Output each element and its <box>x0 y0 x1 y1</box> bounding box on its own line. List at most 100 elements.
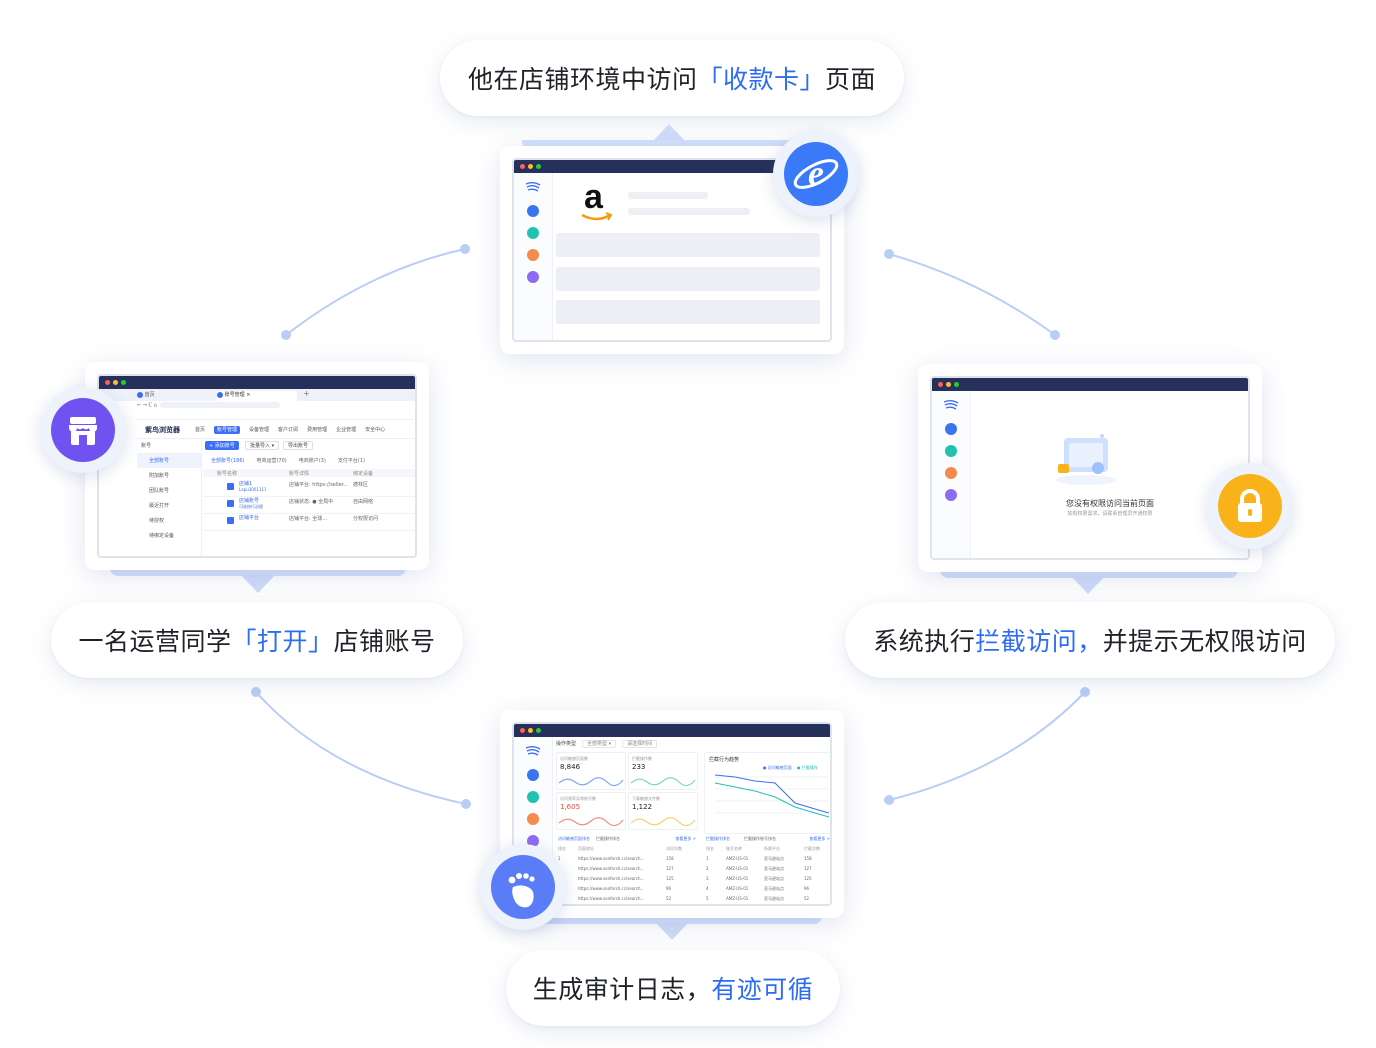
row-device: 德林区 <box>353 482 369 488</box>
ranking-cell: 亚马逊站点 <box>764 886 784 891</box>
ranking-cell: 亚马逊站点 <box>764 856 784 861</box>
stat-label: 访问频率异常账号数 <box>560 796 596 801</box>
view-more-link[interactable]: 查看更多 > <box>809 836 830 841</box>
browser-badge: e <box>773 131 859 217</box>
stat-value: 8,846 <box>560 763 581 771</box>
filter-tab[interactable]: 电商账户(3) <box>298 458 326 464</box>
ranking-tab[interactable]: 拦截操作排名 <box>596 836 620 841</box>
nav-item[interactable]: 客户订阅 <box>278 427 299 433</box>
connector-bottom-left <box>255 691 467 805</box>
row-detail: 店铺平台: https://seller... <box>289 482 349 488</box>
table-row[interactable]: 店铺平台店铺平台: 全球...分权限访问 <box>203 514 415 531</box>
stat-label: 拦截操作数 <box>632 756 652 761</box>
nav-icon-3 <box>945 467 957 479</box>
lock-icon <box>1238 489 1262 522</box>
export-button[interactable]: 导出账号 <box>283 441 314 450</box>
row-icon <box>227 517 234 524</box>
add-account-button[interactable]: + 添加账号 <box>205 441 239 450</box>
ranking-cell: 1 <box>558 856 561 861</box>
ranking-cell: AMZ-US-01 <box>726 876 749 881</box>
ranking-column: 页面地址 <box>578 846 594 851</box>
sidebar-item[interactable]: 待绑定设备 <box>149 533 175 539</box>
address-bar[interactable]: ← → C ⌂ <box>137 402 413 411</box>
ranking-tab-active[interactable]: 拦截操作排名 <box>706 836 730 841</box>
tab-account-mgmt[interactable]: 账号管理 × <box>217 391 297 401</box>
step1-pointer <box>241 575 275 593</box>
footprint-icon <box>508 873 535 908</box>
step2-suffix: 页面 <box>825 65 877 94</box>
nav-icon-2 <box>527 791 539 803</box>
sidebar-item[interactable]: 团队账号 <box>149 488 170 494</box>
nav-item[interactable]: 费用管理 <box>307 427 328 433</box>
stat-sparkline <box>630 817 696 827</box>
no-permission-illustration <box>1056 434 1116 485</box>
ranking-tab[interactable]: 拦截操作账号排名 <box>744 836 776 841</box>
ranking-cell: 158 <box>666 856 674 861</box>
ranking-cell: 127 <box>804 866 812 871</box>
step4-label: 生成审计日志，有迹可循 <box>506 950 840 1026</box>
nav-icon-2 <box>527 227 539 239</box>
table-row[interactable]: 店铺账号可选修行治理店铺状态: ● 全局中自由网络 <box>203 497 415 514</box>
import-button[interactable]: 批量导入 ▾ <box>245 441 280 450</box>
nav-item[interactable]: 账号管理 <box>214 426 241 434</box>
blocked-page-card: 您没有权限访问当前页面 如有权限需求，请联系管理员开通权限 <box>918 364 1262 572</box>
connector-bottom-right <box>888 691 1086 801</box>
account-main: + 添加账号 批量导入 ▾ 导出账号 全部账号(186) 电商运营(70) 电商账户… <box>203 440 415 556</box>
ranking-cell: 亚马逊站点 <box>764 866 784 871</box>
no-permission-hint: 如有权限需求，请联系管理员开通权限 <box>1067 511 1153 517</box>
nav-icon-3 <box>527 813 539 825</box>
ranking-cell: AMZ-US-01 <box>726 886 749 891</box>
tab-strip: 首页 账号管理 × + <box>99 389 415 401</box>
sidebar-item[interactable]: 全部账号 <box>137 453 201 468</box>
view-more-link[interactable]: 查看更多 > <box>675 836 696 841</box>
brand-name: 紫鸟浏览器 <box>145 426 180 434</box>
filter-tab[interactable]: 全部账号(186) <box>211 458 245 464</box>
ranking-column: 拦截次数 <box>804 846 820 851</box>
sidebar-item[interactable]: 待授权 <box>149 518 165 524</box>
ranking-cell: 96 <box>804 886 810 891</box>
tab-home[interactable]: 首页 <box>137 391 215 401</box>
stat-value: 1,605 <box>560 803 581 811</box>
sidebar-item[interactable]: 附加账号 <box>149 473 170 479</box>
audit-filter[interactable]: 请选择时间 <box>622 740 658 748</box>
row-detail: 店铺状态: ● 全局中 <box>289 499 334 505</box>
row-sub: 可选修行治理 <box>239 504 263 509</box>
nav-icon-1 <box>945 423 957 435</box>
nav-icon-2 <box>945 445 957 457</box>
nav-icon-1 <box>527 769 539 781</box>
row-detail: 店铺平台: 全球... <box>289 516 328 522</box>
row-name: 店铺账号 <box>239 498 260 504</box>
trend-chart <box>714 774 830 818</box>
new-tab-button[interactable]: + <box>303 389 310 398</box>
step1-highlight: 「打开」 <box>231 627 334 656</box>
audit-filters: 操作类型全部类型 ▾请选择时间 <box>556 740 663 748</box>
ranking-cell: https://www.sonforsh.cc/search... <box>578 866 645 871</box>
filter-tab[interactable]: 电商运营(70) <box>256 458 287 464</box>
ranking-cell: 158 <box>804 856 812 861</box>
ranking-tab-active[interactable]: 访问敏感页面排名 <box>558 836 590 841</box>
step2-pointer <box>652 124 686 142</box>
filter-tab[interactable]: 支付平台(1) <box>337 458 365 464</box>
row-icon <box>227 483 234 490</box>
row-name: 店铺平台 <box>239 515 260 521</box>
audit-filter[interactable]: 全部类型 ▾ <box>582 740 617 748</box>
step1-prefix: 一名运营同学 <box>78 627 232 656</box>
trend-panel: 拦截行为趋势 ● 访问敏感页面 ● 拦截操作 <box>704 752 830 834</box>
svg-text:e: e <box>808 153 824 193</box>
nav-item[interactable]: 首页 <box>195 427 206 433</box>
nav-item[interactable]: 设备管理 <box>249 427 270 433</box>
ie-browser-icon: e <box>793 153 839 193</box>
ranking-cell: 2 <box>706 866 709 871</box>
amazon-smile-icon <box>581 212 613 221</box>
sidebar-item[interactable]: 最近打开 <box>149 503 170 509</box>
nav-item[interactable]: 企业管理 <box>336 427 357 433</box>
sidebar-item[interactable]: 账号 <box>141 443 152 449</box>
step1-label: 一名运营同学「打开」店铺账号 <box>51 602 463 678</box>
step2-card-underlay <box>522 140 822 150</box>
nav-item[interactable]: 安全中心 <box>365 427 386 433</box>
ranking-cell: https://www.sonforsh.cc/search... <box>578 856 645 861</box>
